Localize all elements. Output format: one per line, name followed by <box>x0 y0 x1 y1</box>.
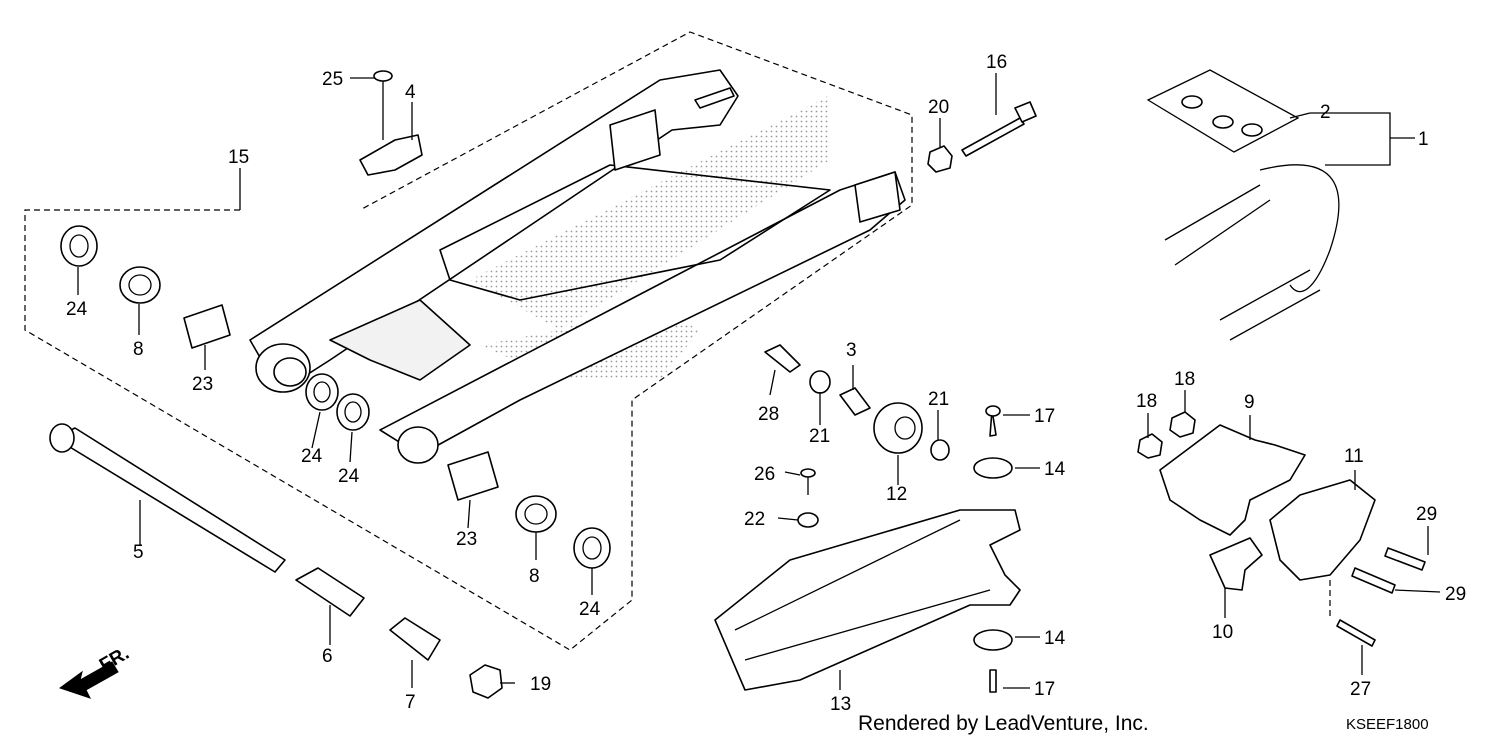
callout-20: 20 <box>928 97 949 118</box>
bearing-23b <box>447 451 499 501</box>
callout-15: 15 <box>228 147 249 168</box>
bolt-28 <box>764 344 801 373</box>
callout-4: 4 <box>405 82 416 103</box>
callout-6: 6 <box>322 646 333 667</box>
callout-25: 25 <box>322 69 343 90</box>
callout-labels: 1 2 3 4 5 6 7 8 8 9 10 11 12 13 14 14 15… <box>66 52 1466 715</box>
assembly-boundary <box>24 31 913 651</box>
callout-24c: 24 <box>338 466 360 487</box>
seal-24a <box>60 225 98 267</box>
parts <box>49 69 1426 699</box>
roller-12 <box>873 402 923 454</box>
bracket-10 <box>1209 537 1263 591</box>
callout-7: 7 <box>405 692 416 713</box>
callout-19: 19 <box>530 674 551 695</box>
callout-17b: 17 <box>1034 679 1055 700</box>
callout-9: 9 <box>1244 392 1255 413</box>
callout-5: 5 <box>133 542 144 563</box>
rubber-14a <box>973 457 1013 479</box>
clamp-4 <box>359 134 423 176</box>
seal-24d <box>573 527 611 569</box>
front-arrow-icon: FR. <box>58 643 133 699</box>
callout-27: 27 <box>1350 679 1371 700</box>
diagram-code: KSEEF1800 <box>1346 716 1429 733</box>
nut-20 <box>927 145 953 173</box>
nut-19 <box>469 664 503 699</box>
callout-8b: 8 <box>529 566 540 587</box>
callout-29a: 29 <box>1416 504 1437 525</box>
callout-29b: 29 <box>1445 584 1466 605</box>
pivot-shaft-5 <box>54 427 286 573</box>
nut-22 <box>797 512 819 528</box>
callout-23b: 23 <box>456 529 477 550</box>
leader-lines <box>77 73 1441 690</box>
bearing-23a <box>183 304 231 349</box>
chain-slider-13 <box>714 509 1021 691</box>
rubber-14b <box>973 629 1013 651</box>
callout-24b: 24 <box>301 446 323 467</box>
bolt-29a <box>1384 547 1426 571</box>
callout-23a: 23 <box>192 374 213 395</box>
callout-24a: 24 <box>66 299 88 320</box>
collar-6 <box>295 567 365 617</box>
callout-21b: 21 <box>809 426 830 447</box>
callout-12: 12 <box>886 484 907 505</box>
callout-14a: 14 <box>1044 459 1066 480</box>
chain-joint-2 <box>1146 69 1300 153</box>
callout-21a: 21 <box>928 389 949 410</box>
collar-7 <box>389 617 441 661</box>
callout-24d: 24 <box>579 599 601 620</box>
callout-2: 2 <box>1320 102 1331 123</box>
swingarm <box>249 69 906 464</box>
callout-22: 22 <box>744 509 765 530</box>
callout-26: 26 <box>754 464 775 485</box>
seal-24b <box>305 373 339 411</box>
callout-11: 11 <box>1344 446 1364 467</box>
bolt-17b <box>989 669 997 693</box>
callout-18a: 18 <box>1136 391 1157 412</box>
callout-1: 1 <box>1418 129 1429 150</box>
callout-14b: 14 <box>1044 628 1066 649</box>
callout-17a: 17 <box>1034 406 1055 427</box>
nut-18b <box>1169 411 1196 438</box>
chain-guide-9 <box>1159 424 1306 536</box>
callout-8a: 8 <box>133 339 144 360</box>
callout-10: 10 <box>1212 622 1233 643</box>
collar-8b <box>515 495 557 533</box>
collar-8a <box>119 266 161 304</box>
callout-13: 13 <box>830 694 851 715</box>
seal-24c <box>336 393 370 431</box>
washer-21a <box>809 370 831 394</box>
drive-chain-1 <box>1259 164 1340 293</box>
callout-16: 16 <box>986 52 1007 73</box>
washer-21b <box>930 439 950 461</box>
bolt-29b <box>1351 567 1396 594</box>
nut-18a <box>1137 433 1163 459</box>
callout-28: 28 <box>758 404 779 425</box>
guide-plate-11 <box>1269 479 1376 581</box>
collar-3 <box>839 387 871 416</box>
bolt-16 <box>961 117 1025 157</box>
bolt-27 <box>1336 619 1376 647</box>
callout-18b: 18 <box>1174 369 1195 390</box>
callout-3: 3 <box>846 340 857 361</box>
credit-text: Rendered by LeadVenture, Inc. <box>858 712 1149 735</box>
